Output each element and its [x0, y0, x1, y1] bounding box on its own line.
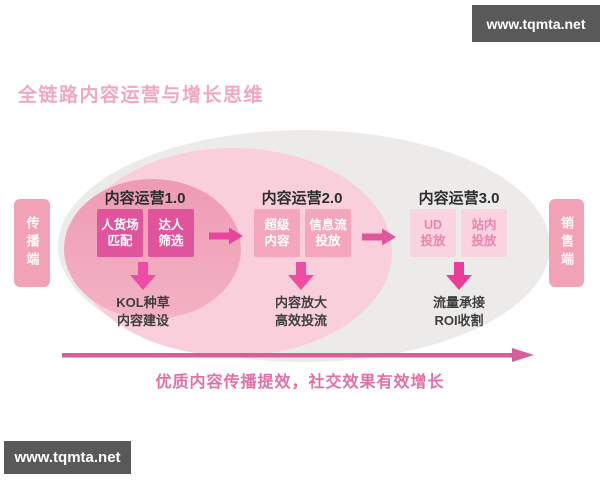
box-text-line2: 投放	[315, 234, 341, 248]
note-line2: 内容建设	[116, 312, 169, 328]
note-line2: 高效投流	[274, 312, 327, 328]
stage-3-note: 流量承接 ROI收割	[389, 294, 529, 329]
stage-1-box-2: 达人 筛选	[148, 209, 194, 257]
stage-2-note: 内容放大 高效投流	[231, 294, 371, 329]
arrow-down-icon	[288, 262, 314, 295]
box-text-line2: 内容	[264, 234, 290, 248]
arrow-right-icon	[209, 227, 243, 250]
arrow-down-icon	[446, 262, 472, 295]
stage-2-box-1: 超级 内容	[254, 209, 300, 257]
note-line1: 流量承接	[432, 295, 485, 310]
stage-3-box-2: 站内 投放	[461, 209, 507, 257]
box-text-line1: UD	[423, 217, 443, 232]
stage-1-box-1: 人货场 匹配	[97, 209, 143, 257]
arrow-right-icon	[362, 228, 396, 251]
box-text-line1: 超级	[264, 217, 290, 232]
watermark-bottom-left: www.tqmta.net	[4, 441, 131, 474]
box-text-line1: 站内	[471, 217, 497, 232]
stage-1-label: 内容运营1.0	[104, 190, 186, 207]
stage-2-label: 内容运营2.0	[261, 190, 343, 207]
box-text-line2: 投放	[471, 234, 497, 248]
watermark-text: www.tqmta.net	[14, 449, 121, 466]
note-line1: KOL种草	[116, 295, 170, 310]
stage-1-note: KOL种草 内容建设	[73, 294, 213, 329]
arrow-down-icon	[130, 262, 156, 295]
bottom-caption: 优质内容传播提效，社交效果有效增长	[155, 374, 445, 391]
watermark-top-right: www.tqmta.net	[472, 5, 600, 42]
note-line2: ROI收割	[434, 312, 484, 328]
box-text-line2: 匹配	[107, 234, 133, 248]
stage-2-box-2: 信息流 投放	[305, 209, 351, 257]
box-text-line2: 筛选	[158, 234, 184, 248]
page-title: 全链路内容运营与增长思维	[18, 85, 265, 106]
stage-3-label: 内容运营3.0	[418, 190, 500, 207]
watermark-text: www.tqmta.net	[486, 15, 586, 32]
note-line1: 内容放大	[274, 295, 327, 310]
side-tab-spread-end: 传播端	[14, 199, 50, 287]
box-text-line2: 投放	[420, 234, 446, 248]
stage-3-box-1: UD 投放	[410, 209, 456, 257]
timeline-arrow-icon	[62, 348, 534, 367]
side-tab-sales-end: 销售端	[549, 199, 584, 287]
box-text-line1: 达人	[158, 217, 184, 232]
box-text-line1: 人货场	[101, 217, 139, 232]
box-text-line1: 信息流	[309, 217, 347, 232]
